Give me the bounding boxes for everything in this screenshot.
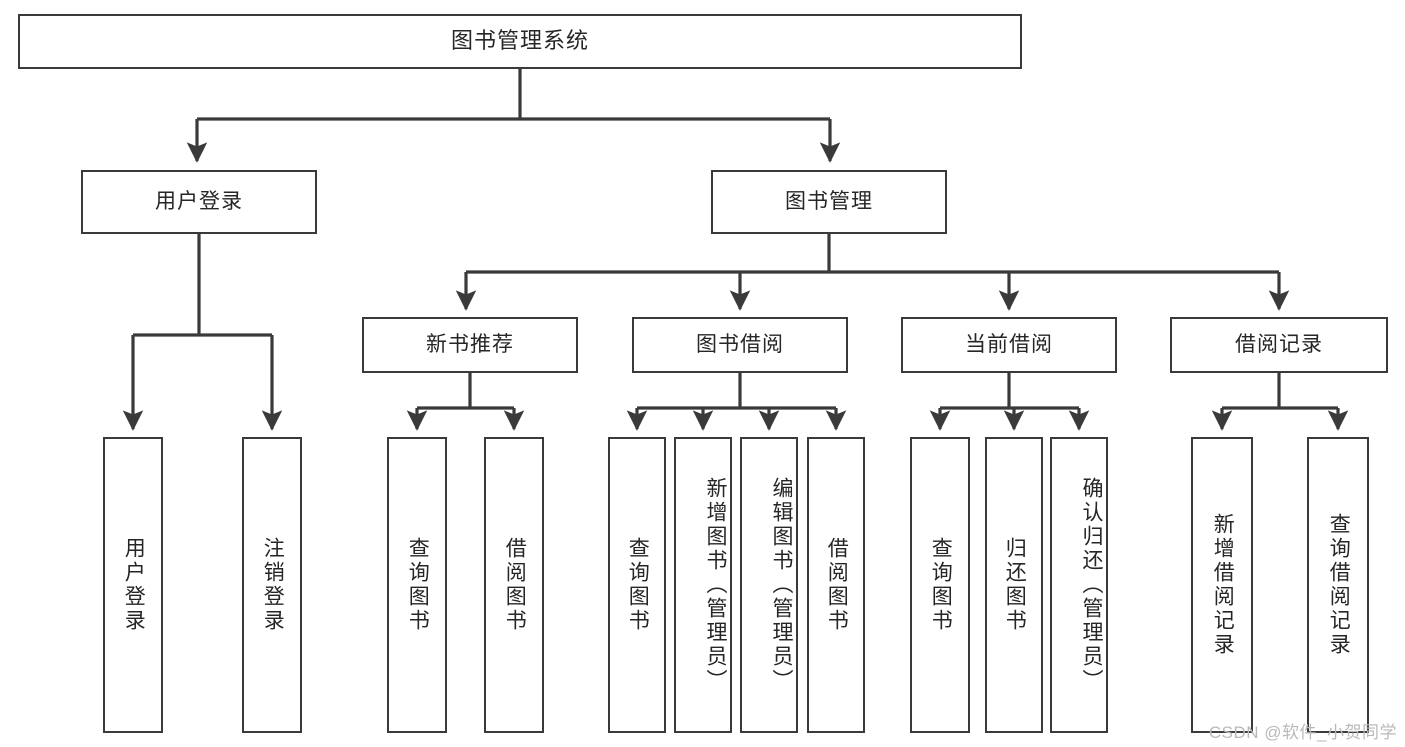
node-label: 注销登录 (261, 537, 285, 633)
leaf-user-login[interactable]: 用户登录 (103, 437, 163, 733)
node-label: 查询图书 (406, 537, 430, 633)
leaf-user-logout[interactable]: 注销登录 (242, 437, 302, 733)
leaf-borrow-book-recommend[interactable]: 借阅图书 (484, 437, 544, 733)
node-label: 查询图书 (929, 537, 953, 633)
node-label: 图书管理系统 (450, 28, 589, 54)
leaf-add-borrow-record[interactable]: 新增借阅记录 (1191, 437, 1253, 733)
node-label: 借阅记录 (1235, 333, 1323, 357)
node-root[interactable]: 图书管理系统 (18, 14, 1022, 69)
node-label: 查询图书 (626, 537, 650, 633)
node-label: 借阅图书 (825, 537, 849, 633)
leaf-query-borrow-record[interactable]: 查询借阅记录 (1307, 437, 1369, 733)
node-label: 用户登录 (122, 537, 146, 633)
leaf-confirm-return-admin[interactable]: 确认归还（管理员） (1050, 437, 1108, 733)
node-label: 图书管理 (785, 190, 873, 214)
node-label: 当前借阅 (965, 333, 1053, 357)
node-label: 图书借阅 (696, 333, 784, 357)
node-borrow-record[interactable]: 借阅记录 (1170, 317, 1388, 373)
node-new-book-recommend[interactable]: 新书推荐 (362, 317, 578, 373)
node-current-borrow[interactable]: 当前借阅 (901, 317, 1117, 373)
leaf-query-book-borrow[interactable]: 查询图书 (608, 437, 666, 733)
node-book-management[interactable]: 图书管理 (711, 170, 947, 234)
leaf-return-book[interactable]: 归还图书 (985, 437, 1043, 733)
node-label: 编辑图书（管理员） (770, 477, 793, 693)
node-user-login[interactable]: 用户登录 (81, 170, 317, 234)
node-label: 新增借阅记录 (1211, 513, 1235, 657)
node-label: 新增图书（管理员） (704, 477, 727, 693)
node-label: 用户登录 (155, 190, 243, 214)
leaf-query-book-recommend[interactable]: 查询图书 (387, 437, 447, 733)
leaf-edit-book-admin[interactable]: 编辑图书（管理员） (740, 437, 798, 733)
node-label: 归还图书 (1003, 537, 1027, 633)
node-label: 确认归还（管理员） (1080, 477, 1103, 693)
leaf-borrow-book[interactable]: 借阅图书 (807, 437, 865, 733)
node-label: 查询借阅记录 (1327, 513, 1351, 657)
leaf-add-book-admin[interactable]: 新增图书（管理员） (674, 437, 732, 733)
watermark: CSDN @软件_小贺同学 (1208, 723, 1397, 742)
node-label: 借阅图书 (503, 537, 527, 633)
node-label: 新书推荐 (426, 333, 514, 357)
node-book-borrow[interactable]: 图书借阅 (632, 317, 848, 373)
leaf-query-book-current[interactable]: 查询图书 (910, 437, 970, 733)
